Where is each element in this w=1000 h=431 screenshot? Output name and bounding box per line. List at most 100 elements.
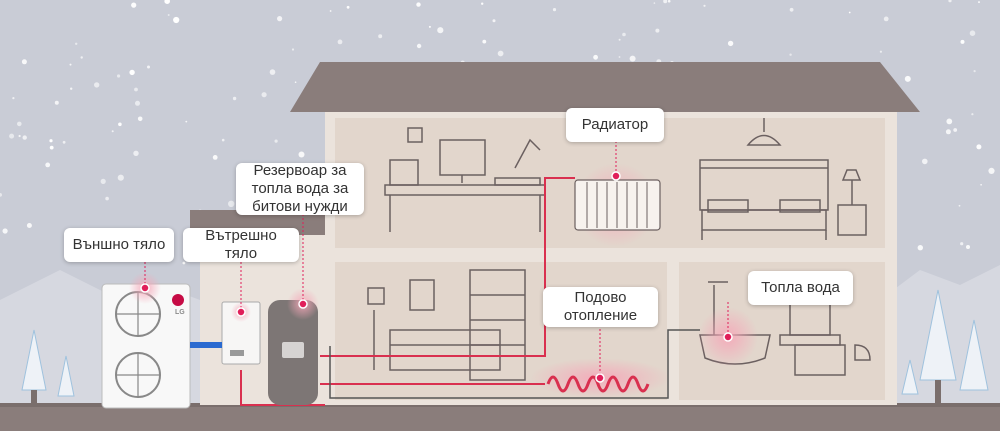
snowflake	[22, 135, 27, 140]
snowflake	[703, 4, 706, 7]
snowflake	[294, 81, 297, 83]
snowflake	[482, 39, 487, 44]
snowflake	[232, 96, 237, 101]
snowflake	[622, 32, 626, 37]
snowflake	[980, 184, 982, 186]
radiator-graphic	[574, 163, 661, 247]
snowflake	[70, 87, 73, 90]
snowflake	[117, 74, 121, 78]
snowflake	[667, 0, 671, 3]
snowflake	[111, 130, 114, 133]
label-indoor-unit: Вътрешно тяло	[183, 227, 299, 262]
snowflake	[134, 87, 138, 92]
snowflake	[655, 28, 660, 33]
snowflake	[789, 53, 792, 56]
marker-radiator	[611, 171, 621, 181]
snowflake	[298, 151, 305, 158]
snowflake	[879, 50, 883, 53]
snowflake	[75, 42, 78, 45]
snowflake	[973, 70, 976, 73]
snowflake	[960, 242, 964, 246]
snowflake	[988, 167, 995, 174]
snowflake	[167, 14, 170, 16]
snowflake	[618, 38, 621, 41]
snowflake	[100, 178, 106, 184]
ground	[0, 405, 1000, 431]
snowflake	[346, 5, 350, 9]
snowflake	[329, 10, 332, 12]
location-markers	[140, 171, 733, 383]
snowflake	[969, 30, 976, 36]
snowflake	[135, 100, 140, 106]
snowflake	[378, 34, 383, 39]
label-hot-water: Топла вода	[748, 271, 853, 305]
dhw-tank-graphic	[268, 288, 319, 405]
snowflake	[978, 1, 980, 4]
snowflake	[291, 48, 295, 51]
snowflake	[727, 40, 734, 47]
snowflake	[21, 59, 27, 65]
snowflake	[2, 228, 8, 234]
snowflake	[922, 158, 928, 165]
living-room-furniture	[367, 269, 526, 381]
snowflake	[185, 120, 188, 123]
snow-trees	[21, 289, 989, 405]
snowflake	[80, 56, 83, 59]
snowflake	[428, 25, 431, 28]
snowflake	[437, 27, 444, 34]
label-radiator: Радиатор	[566, 108, 664, 142]
snowflake	[9, 133, 15, 139]
bedroom-furniture	[699, 118, 867, 240]
snowflake	[62, 140, 66, 144]
snowflake	[49, 139, 53, 143]
snowflake	[49, 145, 54, 150]
label-dhw-tank: Резервоар за топла вода за битови нужди	[236, 162, 364, 215]
marker-dhw-tank	[298, 299, 308, 309]
snowflake	[416, 43, 422, 49]
snowflake	[337, 39, 343, 45]
snowflake	[26, 223, 32, 228]
snowflake	[976, 144, 982, 150]
marker-hot-water	[723, 332, 733, 342]
snowflake	[481, 2, 484, 5]
snowflake	[966, 245, 970, 249]
marker-floor-heating	[595, 373, 605, 383]
snowflake	[618, 56, 621, 58]
label-floor-heating: Подово отопление	[543, 287, 658, 327]
snowflake	[629, 55, 636, 62]
snowflake	[131, 2, 137, 8]
snowflake	[958, 204, 961, 207]
snowflake	[117, 174, 124, 181]
snowflake	[663, 0, 668, 4]
snowflake	[416, 2, 421, 7]
snowflake	[212, 155, 218, 160]
snowflake	[228, 200, 235, 207]
snowflake	[904, 75, 911, 82]
snowflake	[960, 39, 965, 44]
lg-logo: LG	[175, 309, 185, 316]
snowflake	[552, 8, 557, 12]
label-outdoor-unit: Външно тяло	[64, 228, 174, 262]
snowflake	[105, 196, 109, 201]
snowflake	[18, 134, 21, 138]
snowflake	[492, 19, 496, 23]
snowflake	[221, 138, 225, 142]
snowflake	[182, 261, 186, 265]
snowflake	[164, 0, 170, 4]
snowflake	[137, 116, 143, 122]
snowflake	[0, 193, 2, 197]
snowflake	[883, 16, 889, 22]
snowflake	[133, 150, 139, 156]
snowflake	[69, 63, 72, 66]
snowflake	[129, 69, 135, 76]
snowflake	[12, 97, 15, 100]
snowflake	[945, 129, 951, 135]
snowflake	[789, 7, 794, 12]
snowflake	[497, 50, 504, 57]
snowflake	[848, 11, 851, 14]
snowflake	[948, 0, 952, 3]
snowflake	[94, 82, 100, 88]
snowflake	[953, 128, 958, 132]
snowflake	[54, 100, 59, 105]
